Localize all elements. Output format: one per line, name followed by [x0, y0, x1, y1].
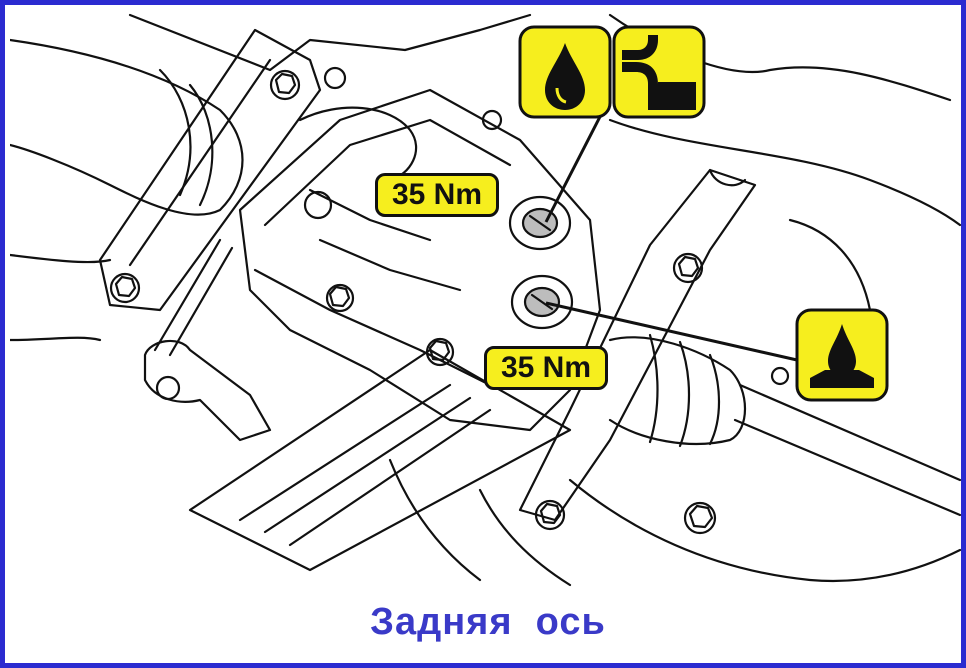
leader-line-filler: [544, 104, 608, 223]
crossmember-groove-3: [288, 408, 492, 547]
bolt-left-bottom-hex: [114, 275, 137, 298]
left-bracket: [98, 28, 322, 312]
cv-boot-fold-2: [678, 340, 691, 448]
bolt-far-right: [683, 501, 717, 535]
oil-drop-icon: [518, 25, 612, 119]
left-shaft-ring-2: [188, 83, 214, 207]
housing-stud-1: [303, 190, 333, 220]
filler-plug-boss: [508, 195, 572, 251]
bolt-right-top: [672, 252, 704, 284]
drive-shaft: [733, 383, 962, 517]
torque-label-lower: 35 Nm: [484, 346, 608, 390]
filler-plug-slot: [528, 214, 552, 232]
lower-mount: [388, 458, 572, 587]
cv-boot-fold-3: [708, 353, 721, 446]
upper-frame-rail: [128, 13, 532, 72]
right-frame-curve: [608, 118, 962, 227]
oil-drain-icon: [795, 308, 889, 402]
bolt-top-center: [323, 66, 347, 90]
bolt-right-bottom: [534, 499, 566, 531]
link-arm: [143, 339, 272, 442]
bolt-left-bottom: [109, 272, 141, 304]
link-arm-eye: [155, 375, 181, 401]
cv-boot-fold-1: [648, 333, 659, 444]
left-bracket-inner: [128, 58, 272, 267]
housing-edge-top: [263, 118, 512, 227]
bolt-left-top: [269, 69, 301, 101]
housing-stud-2: [325, 283, 355, 313]
cv-boot: [608, 336, 747, 446]
right-lower-frame: [568, 478, 962, 583]
link-rod: [153, 238, 234, 357]
crossmember-groove-1: [238, 383, 452, 522]
bolt-far-right-hex: [688, 504, 714, 529]
bolt-left-top-hex: [274, 72, 297, 95]
leader-line-drain: [545, 301, 798, 362]
bolt-right-top-hex: [677, 255, 700, 278]
fill-level-icon: [612, 25, 706, 119]
rear-axle-drawing: [10, 13, 962, 587]
crossmember: [188, 348, 572, 572]
right-bracket: [518, 168, 757, 522]
drain-plug-boss: [510, 274, 574, 330]
housing-edge-inner: [253, 268, 492, 387]
left-shaft: [10, 38, 244, 216]
torque-label-upper: 35 Nm: [375, 173, 499, 217]
caption-rear-axle: Задняя ось: [370, 601, 606, 643]
housing-flange: [298, 106, 418, 182]
frame-hole-right: [770, 366, 790, 386]
differential-housing: [238, 88, 602, 432]
drain-plug-slot: [530, 293, 554, 311]
housing-stud-2-hex: [328, 285, 351, 308]
crossmember-groove-2: [263, 396, 472, 534]
right-bracket-notch: [708, 168, 747, 187]
bolt-right-bottom-hex: [539, 502, 562, 525]
housing-stud-3-hex: [428, 339, 451, 362]
left-lower-contour: [10, 253, 112, 342]
